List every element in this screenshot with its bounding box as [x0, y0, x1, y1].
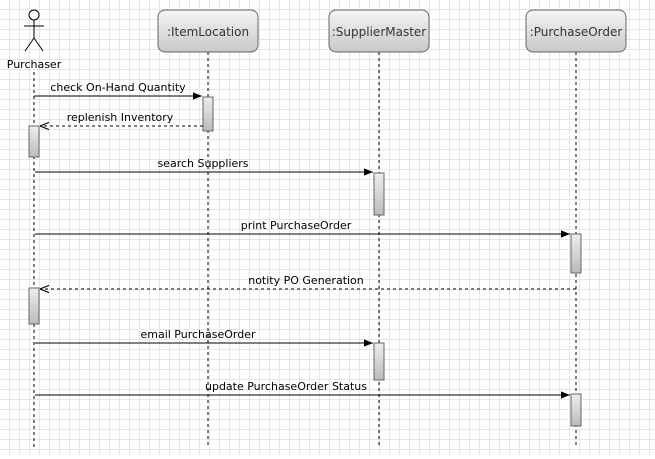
participant-label: :SupplierMaster	[332, 25, 427, 39]
message-notity-po-generation[interactable]: notity PO Generation	[40, 274, 576, 289]
message-label: email PurchaseOrder	[140, 328, 256, 341]
activation-suppliermaster-1[interactable]	[373, 172, 385, 216]
message-search-suppliers[interactable]: search Suppliers	[35, 157, 373, 176]
stick-figure-icon[interactable]	[24, 9, 44, 52]
message-label: notity PO Generation	[248, 274, 364, 287]
message-label: check On-Hand Quantity	[50, 81, 186, 94]
activation-purchaser-1[interactable]	[28, 125, 40, 158]
message-update-purchaseorder-status[interactable]: update PurchaseOrder Status	[35, 380, 570, 399]
message-label: search Suppliers	[157, 157, 248, 170]
activation-purchaseorder-1[interactable]	[570, 233, 582, 274]
participant-box	[328, 9, 430, 53]
message-label: replenish Inventory	[67, 111, 174, 124]
participant-box	[157, 9, 259, 53]
message-check-on-hand-quantity[interactable]: check On-Hand Quantity	[34, 81, 202, 100]
participant-itemlocation[interactable]: :ItemLocation	[157, 9, 259, 53]
message-email-purchaseorder[interactable]: email PurchaseOrder	[35, 328, 373, 347]
message-replenish-inventory[interactable]: replenish Inventory	[40, 111, 203, 126]
activation-purchaser-2[interactable]	[28, 287, 40, 325]
message-label: update PurchaseOrder Status	[205, 380, 367, 393]
message-label: print PurchaseOrder	[241, 219, 352, 232]
activation-purchaseorder-2[interactable]	[570, 393, 582, 427]
participant-label: :PurchaseOrder	[530, 25, 623, 39]
participant-purchaseorder[interactable]: :PurchaseOrder	[525, 9, 627, 53]
activation-suppliermaster-2[interactable]	[373, 342, 385, 381]
actor-label: Purchaser	[7, 58, 62, 71]
activation-itemlocation-1[interactable]	[202, 96, 214, 132]
participant-label: :ItemLocation	[167, 25, 249, 39]
message-print-purchaseorder[interactable]: print PurchaseOrder	[35, 219, 570, 238]
participant-suppliermaster[interactable]: :SupplierMaster	[328, 9, 430, 53]
participant-box	[525, 9, 627, 53]
